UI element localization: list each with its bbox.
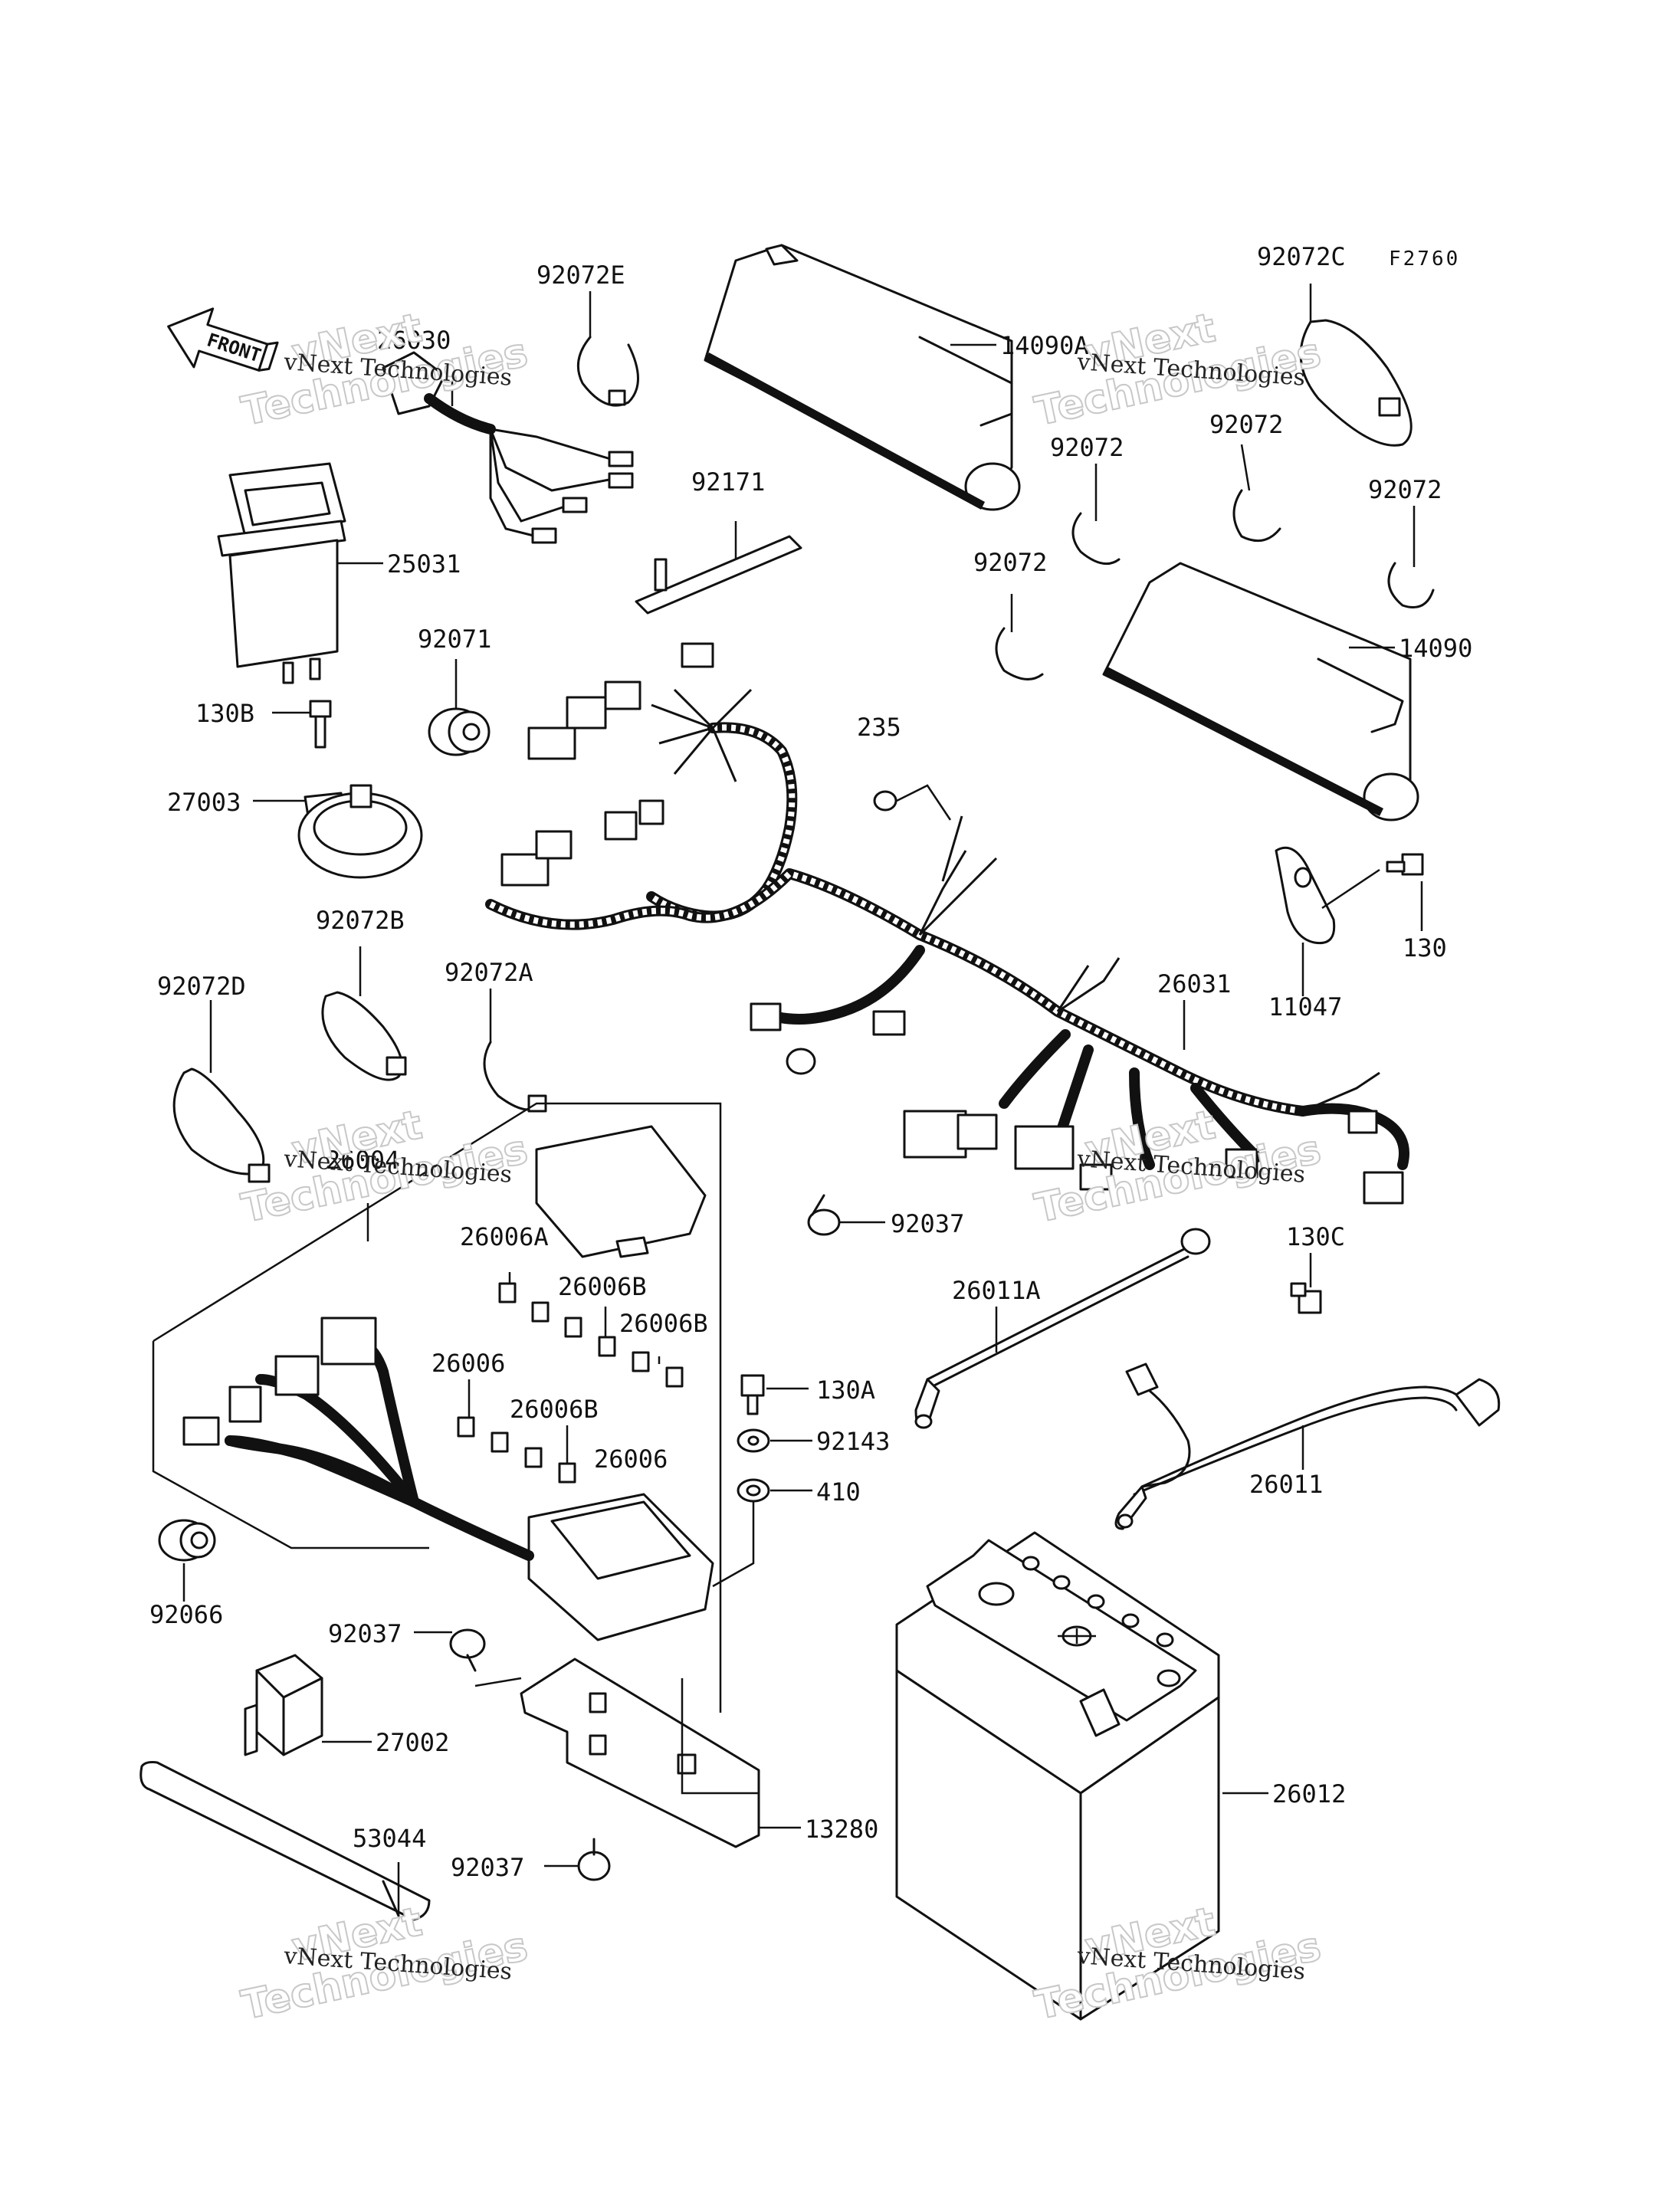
label-130A: 130A	[816, 1376, 875, 1405]
label-26006-a: 26006	[431, 1349, 505, 1378]
label-92037-a: 92037	[891, 1209, 964, 1238]
label-92037-c: 92037	[451, 1853, 524, 1882]
label-92071: 92071	[418, 625, 491, 654]
label-92072A: 92072A	[445, 958, 533, 987]
cover-14090A	[704, 244, 1021, 511]
label-26006-b: 26006	[594, 1444, 668, 1474]
bracket-92171	[635, 535, 802, 615]
grommet-92066	[158, 1519, 216, 1562]
clip-92037-a	[807, 1194, 841, 1236]
label-26031: 26031	[1157, 969, 1231, 998]
label-235: 235	[857, 713, 901, 742]
cable-26011	[1114, 1362, 1501, 1530]
label-92143: 92143	[816, 1427, 890, 1456]
label-14090A: 14090A	[1000, 331, 1089, 360]
label-26012: 26012	[1272, 1779, 1346, 1808]
label-92072B: 92072B	[316, 906, 405, 935]
clamp-92072-d	[995, 627, 1044, 680]
fuse-box-group-26004	[152, 1102, 722, 1713]
plate-11047	[1275, 846, 1336, 945]
label-92072-b: 92072	[1209, 410, 1283, 439]
clamp-92072-b	[1232, 489, 1281, 543]
label-92037-b: 92037	[328, 1619, 402, 1648]
cover-14090	[1102, 562, 1419, 821]
tie-92072D	[172, 1067, 271, 1183]
label-130B: 130B	[195, 699, 254, 728]
grommet-92071	[428, 707, 491, 756]
label-53044: 53044	[353, 1824, 426, 1853]
label-92072-d: 92072	[973, 548, 1047, 577]
clamp-92072E	[576, 336, 639, 407]
label-26006B-c: 26006B	[510, 1395, 599, 1424]
horn-27003	[297, 784, 423, 879]
label-26011: 26011	[1249, 1470, 1323, 1499]
label-92171: 92171	[691, 467, 765, 497]
washer-92143	[737, 1428, 770, 1453]
cable-26011A	[914, 1228, 1211, 1429]
label-26006B-b: 26006B	[619, 1309, 708, 1338]
washer-410	[737, 1478, 770, 1503]
bolt-130A	[740, 1374, 765, 1415]
clip-92037-b	[449, 1628, 486, 1672]
label-92072-a: 92072	[1050, 433, 1124, 462]
label-92072C: 92072C	[1257, 242, 1346, 271]
label-25031: 25031	[387, 549, 461, 579]
front-arrow-icon: FRONT	[167, 307, 279, 372]
bolt-130C	[1290, 1282, 1322, 1314]
tube-53044	[139, 1761, 431, 1921]
label-130: 130	[1403, 933, 1447, 962]
label-92072-c: 92072	[1368, 475, 1442, 504]
clamp-92072-a	[1071, 512, 1121, 566]
clamp-92072-c	[1387, 562, 1435, 608]
label-410: 410	[816, 1477, 861, 1507]
bolt-130	[1386, 853, 1424, 876]
reference-code: F2760	[1389, 248, 1460, 271]
label-92072E: 92072E	[536, 261, 625, 290]
label-27003: 27003	[167, 788, 241, 817]
leader-lines	[182, 284, 1423, 1916]
label-26011A: 26011A	[952, 1276, 1041, 1305]
label-13280: 13280	[805, 1815, 878, 1844]
battery-26012	[895, 1531, 1220, 2021]
label-26030: 26030	[377, 326, 451, 355]
screw-235	[873, 784, 963, 882]
bracket-13280	[474, 1658, 760, 1848]
label-11047: 11047	[1268, 992, 1342, 1021]
label-26006A: 26006A	[460, 1222, 549, 1251]
label-26006B-a: 26006B	[558, 1272, 647, 1301]
tie-92072B	[321, 991, 407, 1081]
tie-92072A	[483, 1041, 547, 1113]
relay-27002	[244, 1654, 323, 1756]
hour-meter-25031	[217, 462, 346, 684]
tie-92072C	[1299, 319, 1413, 447]
label-14090: 14090	[1399, 634, 1472, 663]
bolt-130B	[309, 700, 332, 749]
label-92066: 92066	[149, 1600, 223, 1629]
part-labels: 92072E 26030 14090A 92072C 92072 92072 9…	[149, 242, 1472, 1882]
main-harness-26031	[485, 642, 1409, 1205]
clip-92037-c	[577, 1838, 611, 1881]
label-130C: 130C	[1286, 1222, 1345, 1251]
label-27002: 27002	[376, 1728, 449, 1757]
label-92072D: 92072D	[157, 972, 246, 1001]
sub-harness-26030	[382, 351, 634, 544]
label-26004: 26004	[326, 1146, 399, 1175]
